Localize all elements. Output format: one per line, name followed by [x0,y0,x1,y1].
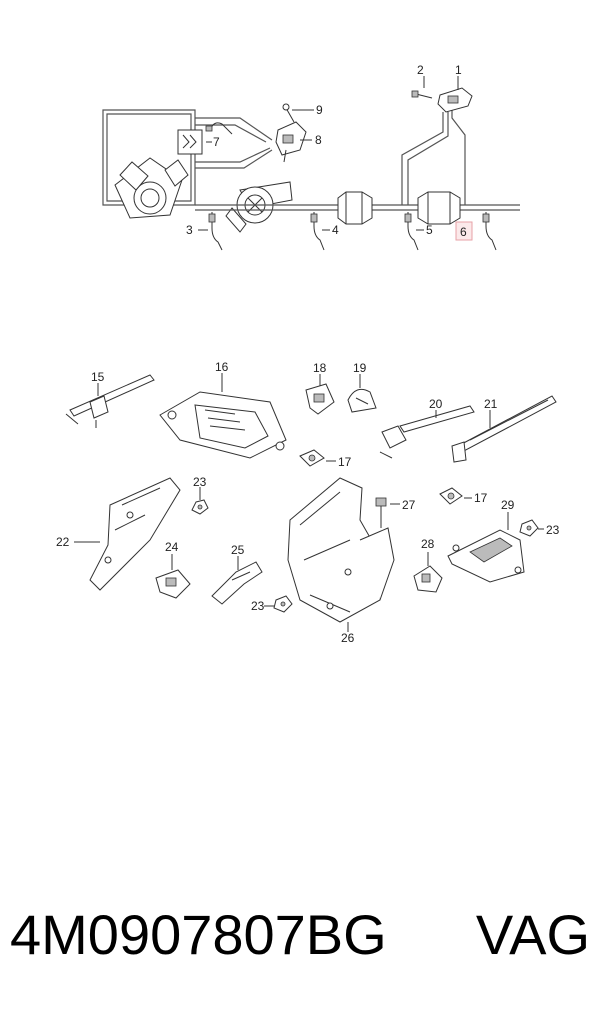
callout-28: 28 [421,537,435,551]
callout-26: 26 [341,631,355,645]
callout-24: 24 [165,540,179,554]
callout-21: 21 [484,397,498,411]
control-unit-16 [159,391,287,459]
callout-15: 15 [91,370,105,384]
speed-nut-17b [439,487,463,505]
cable-tie-15 [65,374,155,428]
callout-8: 8 [315,133,322,147]
nut-23a [191,499,209,515]
exhaust-temp-sensor-3 [208,212,223,251]
highlighted-callout-box [455,221,473,241]
callout-23a: 23 [193,475,207,489]
holder-19 [347,388,377,413]
callout-5: 5 [426,223,433,237]
clip-28 [413,565,443,593]
callout-17b: 17 [474,491,488,505]
callout-23b: 23 [251,599,265,613]
callout-25: 25 [231,543,245,557]
callout-29: 29 [501,498,515,512]
callout-18: 18 [313,361,327,375]
callout-6: 6 [460,225,467,239]
footer: 4M0907807BG VAG [10,902,590,972]
callout-17a: 17 [338,455,352,469]
bracket-25 [211,561,263,605]
callout-4: 4 [332,223,339,237]
brand-name: VAG [475,903,590,966]
particulate-filter [417,191,461,225]
exhaust-schematic: 1 2 3 4 5 6 7 8 9 [102,63,520,251]
callout-19: 19 [353,361,367,375]
callout-22: 22 [56,535,70,549]
mounting-plate-29 [447,529,525,583]
callout-23c: 23 [546,523,560,537]
callout-16: 16 [215,360,229,374]
catalytic-converter [337,191,373,225]
connector-18 [305,383,335,415]
exhaust-temp-sensor-4 [310,212,325,251]
bracket-26 [287,477,395,623]
callout-27: 27 [402,498,416,512]
cable-strap-20 [379,405,475,459]
mounting-hardware: 15 16 17 17 18 [56,360,560,645]
nut-23c [519,519,539,537]
callout-3: 3 [186,223,193,237]
pressure-sensor-8 [275,121,307,163]
clip-24 [155,569,191,599]
speed-nut-17a [299,449,325,467]
turbocharger [225,181,293,233]
engine-block [114,157,189,219]
exhaust-temp-sensor-5 [404,212,419,251]
callout-20: 20 [429,397,443,411]
part-number: 4M0907807BG [10,903,387,966]
callout-2: 2 [417,63,424,77]
callout-7: 7 [213,135,220,149]
bolt-27 [375,497,387,528]
bracket-22 [89,477,181,591]
cable-tie-21 [451,395,557,463]
callout-9: 9 [316,103,323,117]
differential-pressure-sensor-1 [437,87,473,113]
nut-23b [273,595,293,613]
exhaust-temp-sensor-6 [482,212,497,251]
callout-1: 1 [455,63,462,77]
